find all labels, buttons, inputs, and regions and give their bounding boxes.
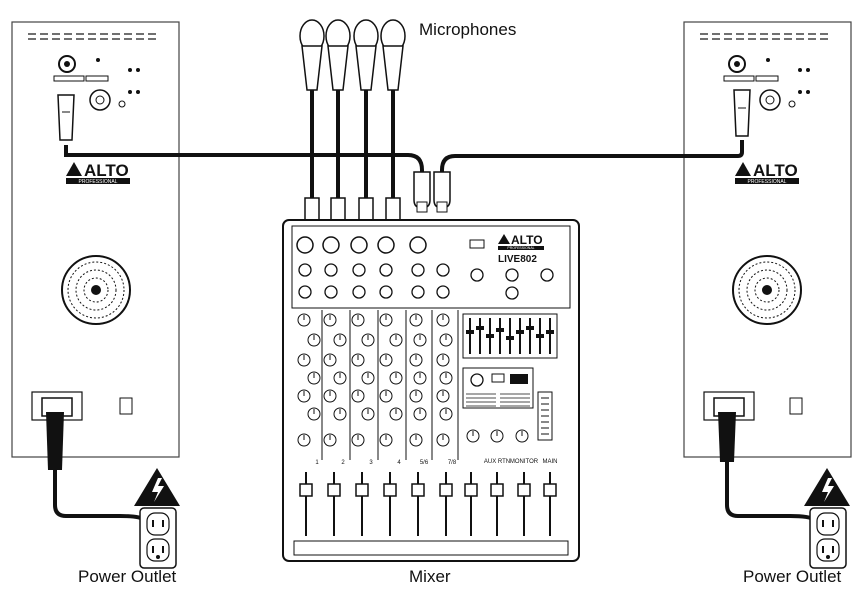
mixer-usb-panel xyxy=(462,367,534,409)
speaker-fan xyxy=(732,255,802,325)
microphone-1 xyxy=(299,19,325,200)
mixer-graphic-eq xyxy=(462,313,558,359)
mixer-sub: PROFESSIONAL xyxy=(507,246,534,250)
speaker-right: ALTO PROFESSIONAL xyxy=(683,21,852,458)
mixer-model: LIVE802 xyxy=(498,254,537,265)
channel-number: 5/6 xyxy=(420,460,429,466)
speaker-cables xyxy=(64,140,744,172)
speaker-control-panel xyxy=(723,55,810,111)
mixer-logo: ALTO PROFESSIONAL LIVE802 xyxy=(498,233,544,265)
bus-label: MONITOR xyxy=(510,459,539,465)
microphones-label: Microphones xyxy=(419,20,517,39)
mixer-level-meter xyxy=(537,391,553,441)
bus-label: AUX RTN xyxy=(484,459,510,465)
mixer-channel-labels: 1 2 3 4 5/6 7/8 AUX RTN MONITOR MAIN xyxy=(315,459,557,466)
mixer: ALTO PROFESSIONAL LIVE802 xyxy=(282,219,580,562)
channel-number: 4 xyxy=(397,460,401,466)
power-outlet-right-label: Power Outlet xyxy=(743,567,842,586)
channel-number: 7/8 xyxy=(448,460,457,466)
mixer-faders xyxy=(299,472,557,536)
channel-number: 3 xyxy=(369,460,373,466)
microphone-4 xyxy=(380,19,406,200)
speaker-brand-right: ALTO xyxy=(753,161,798,180)
microphone-3 xyxy=(353,19,379,200)
mixer-brand: ALTO xyxy=(511,233,543,247)
power-outlet-right xyxy=(804,468,850,569)
mixer-input-jacks xyxy=(296,236,554,300)
speaker-right-xlr-plug xyxy=(733,89,751,137)
bus-label: MAIN xyxy=(543,459,558,465)
speaker-logo-left: ALTO PROFESSIONAL xyxy=(66,161,130,185)
channel-number: 2 xyxy=(341,460,345,466)
speaker-left-xlr-plug xyxy=(57,94,75,141)
speaker-sub-right: PROFESSIONAL xyxy=(748,179,787,185)
mixer-label: Mixer xyxy=(409,567,451,586)
power-outlet-left-label: Power Outlet xyxy=(78,567,177,586)
speaker-logo-right: ALTO PROFESSIONAL xyxy=(735,161,799,185)
channel-number: 1 xyxy=(315,460,319,466)
power-plugs xyxy=(46,412,736,470)
microphones xyxy=(299,19,406,233)
speaker-brand-left: ALTO xyxy=(84,161,129,180)
power-outlet-left xyxy=(134,468,180,569)
microphone-2 xyxy=(325,19,351,200)
speaker-control-panel xyxy=(53,55,140,111)
mixer-main-out-plugs xyxy=(413,171,451,213)
speaker-fan xyxy=(61,255,131,325)
speaker-sub-left: PROFESSIONAL xyxy=(79,179,118,185)
speaker-left: ALTO PROFESSIONAL xyxy=(11,21,180,458)
